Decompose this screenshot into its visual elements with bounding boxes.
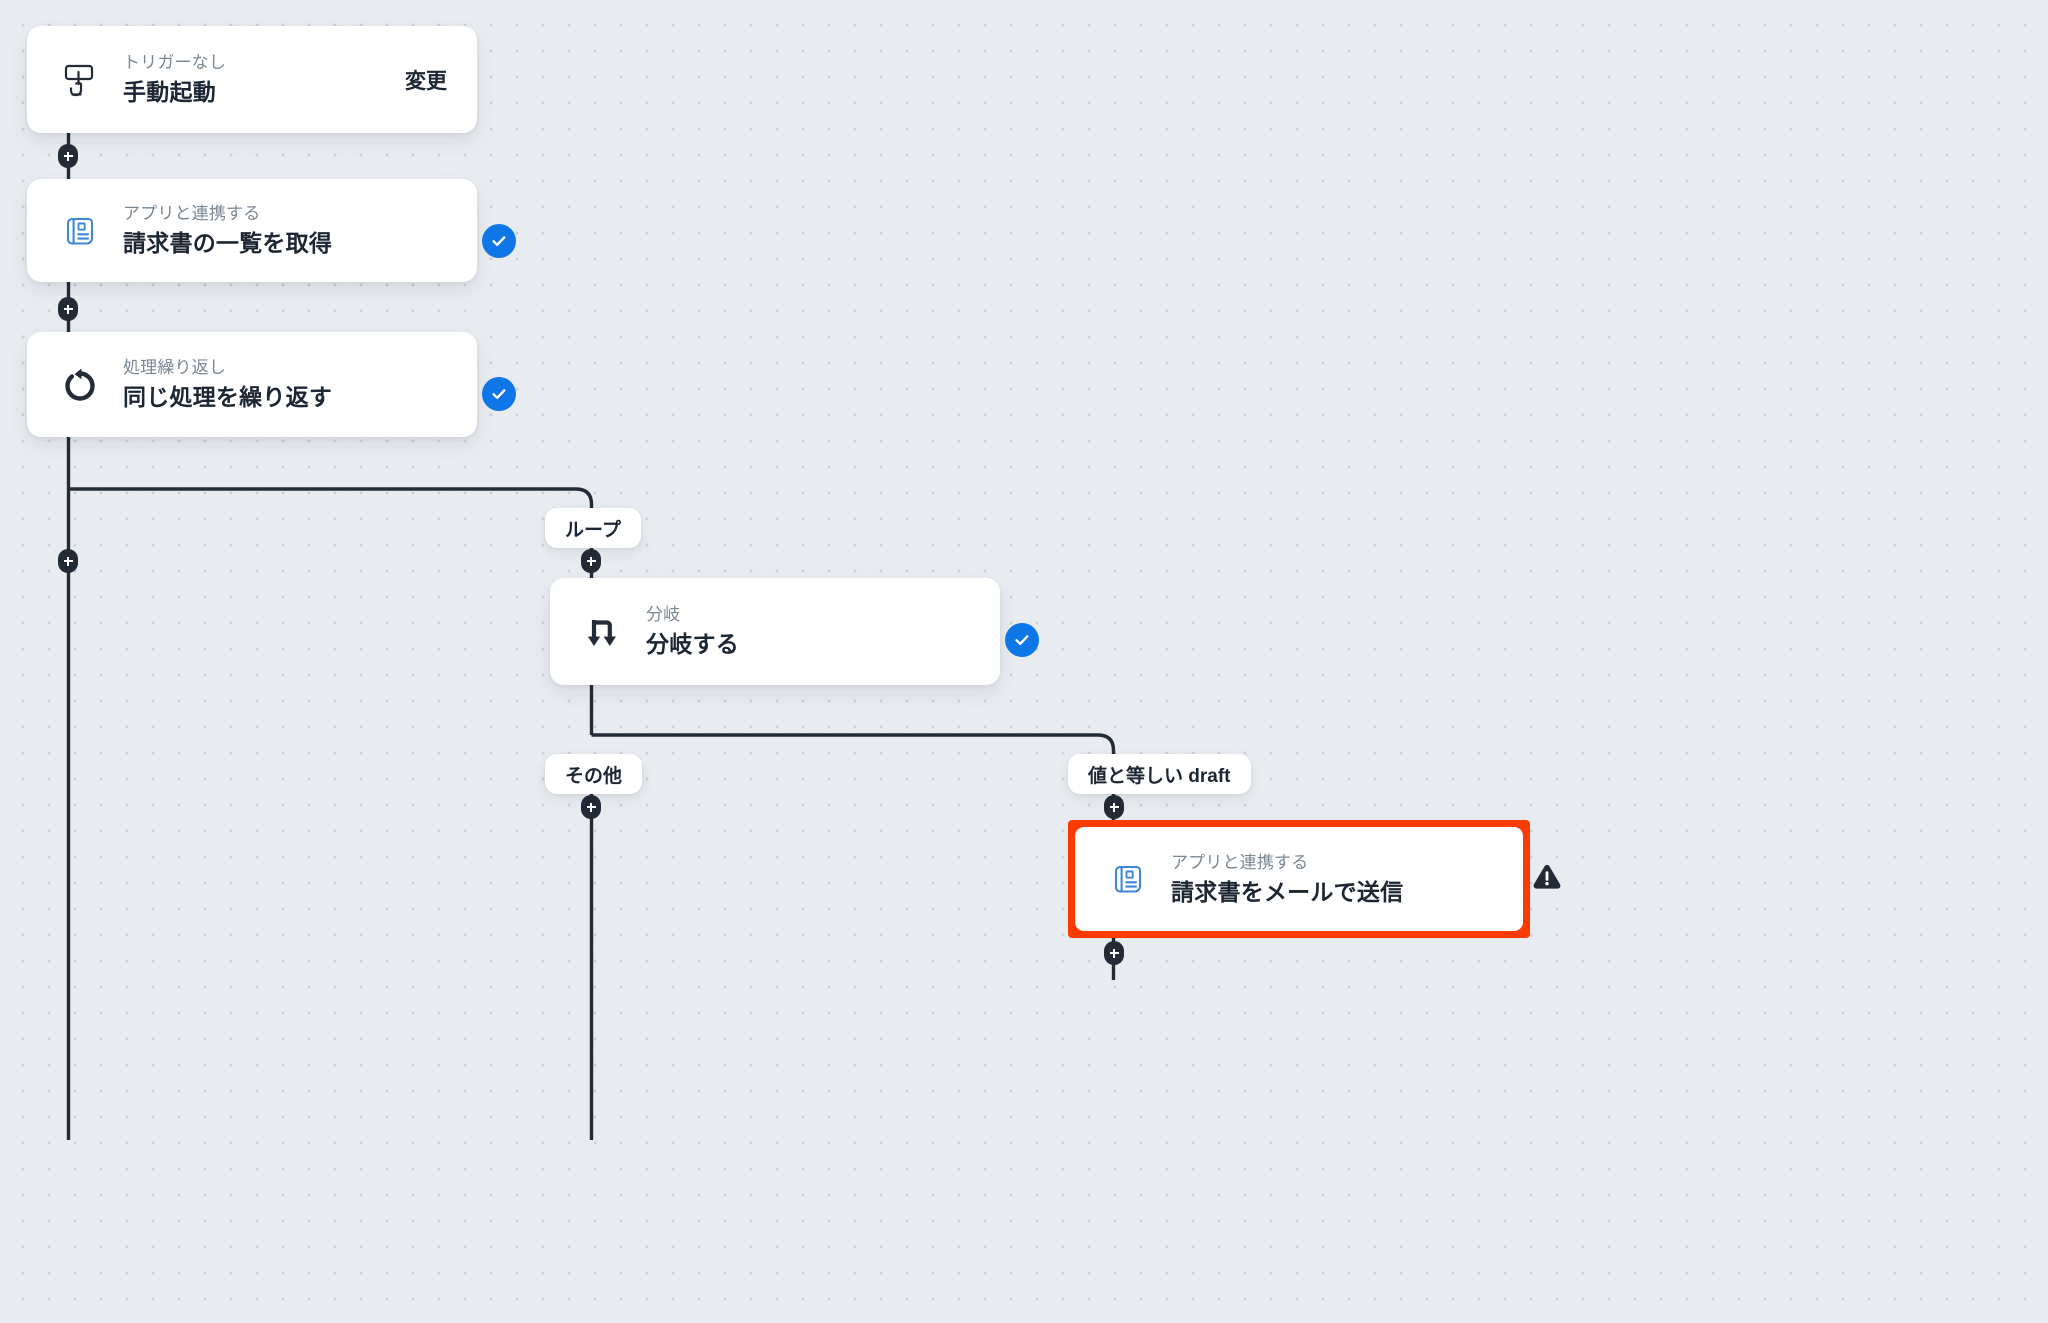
check-icon bbox=[490, 232, 508, 250]
node-title: 請求書をメールで送信 bbox=[1171, 878, 1404, 905]
add-step-handle[interactable] bbox=[581, 795, 601, 819]
status-badge-success[interactable] bbox=[1005, 623, 1039, 657]
check-icon bbox=[1013, 631, 1031, 649]
node-subtitle: アプリと連携する bbox=[123, 204, 261, 223]
invoice-document-icon bbox=[57, 208, 103, 254]
add-step-handle[interactable] bbox=[58, 297, 78, 321]
node-manual-trigger[interactable]: トリガーなし 手動起動 変更 bbox=[27, 26, 477, 133]
status-badge-error[interactable] bbox=[1532, 864, 1562, 894]
node-send-invoice-mail[interactable]: アプリと連携する 請求書をメールで送信 bbox=[1075, 827, 1523, 931]
status-badge-success[interactable] bbox=[482, 224, 516, 258]
add-step-handle[interactable] bbox=[1104, 941, 1124, 965]
node-branch[interactable]: 分岐 分岐する bbox=[550, 578, 1000, 685]
node-send-invoice-mail-highlight[interactable]: アプリと連携する 請求書をメールで送信 bbox=[1068, 820, 1530, 938]
warning-triangle-icon bbox=[1532, 863, 1562, 896]
check-icon bbox=[490, 385, 508, 403]
add-step-handle[interactable] bbox=[58, 549, 78, 573]
node-title: 分岐する bbox=[646, 631, 739, 658]
add-step-handle[interactable] bbox=[58, 144, 78, 168]
node-subtitle: 処理繰り返し bbox=[123, 358, 227, 377]
change-trigger-button[interactable]: 変更 bbox=[405, 69, 447, 93]
edge-label-loop[interactable]: ループ bbox=[545, 508, 641, 548]
add-step-handle[interactable] bbox=[581, 549, 601, 573]
repeat-arrow-icon bbox=[57, 362, 103, 408]
branch-split-icon bbox=[580, 609, 626, 655]
edge-label-else[interactable]: その他 bbox=[545, 754, 643, 794]
node-get-invoice-list[interactable]: アプリと連携する 請求書の一覧を取得 bbox=[27, 179, 477, 282]
node-title: 手動起動 bbox=[123, 79, 216, 106]
node-title: 請求書の一覧を取得 bbox=[123, 230, 333, 257]
node-repeat-loop[interactable]: 処理繰り返し 同じ処理を繰り返す bbox=[27, 332, 477, 437]
node-title: 同じ処理を繰り返す bbox=[123, 384, 333, 411]
node-subtitle: 分岐 bbox=[646, 605, 681, 624]
manual-click-icon bbox=[57, 57, 103, 103]
add-step-handle[interactable] bbox=[1104, 795, 1124, 819]
node-subtitle: アプリと連携する bbox=[1171, 852, 1309, 872]
edge-label-draft[interactable]: 値と等しい draft bbox=[1068, 754, 1251, 794]
invoice-document-icon bbox=[1105, 856, 1151, 902]
node-subtitle: トリガーなし bbox=[123, 53, 227, 72]
status-badge-success[interactable] bbox=[482, 377, 516, 411]
